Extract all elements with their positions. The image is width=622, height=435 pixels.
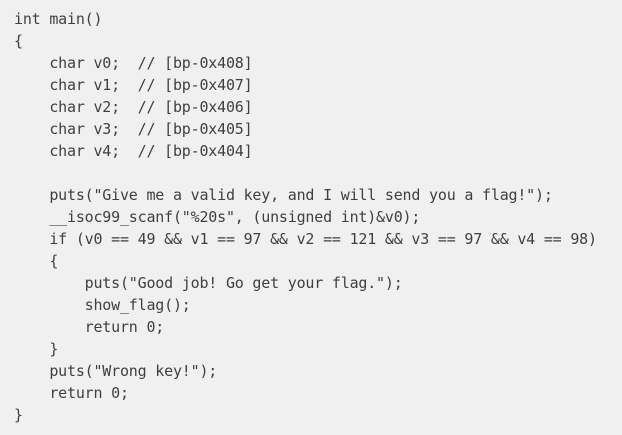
code-line-puts-wrong-key: puts("Wrong key!"); — [14, 362, 218, 380]
code-line-decl-v1: char v1; // [bp-0x407] — [14, 76, 253, 94]
code-line-decl-v2: char v2; // [bp-0x406] — [14, 98, 253, 116]
code-line-open-brace: { — [14, 32, 23, 50]
code-line-if-condition: if (v0 == 49 && v1 == 97 && v2 == 121 &&… — [14, 230, 597, 248]
code-line-show-flag-call: show_flag(); — [14, 296, 191, 314]
code-line-return-inner: return 0; — [14, 318, 165, 336]
code-line-return-outer: return 0; — [14, 384, 129, 402]
code-line-blank — [14, 162, 612, 184]
code-line-puts-prompt: puts("Give me a valid key, and I will se… — [14, 186, 553, 204]
code-line-decl-v4: char v4; // [bp-0x404] — [14, 142, 253, 160]
code-line-main-signature: int main() — [14, 10, 103, 28]
code-line-if-open-brace: { — [14, 252, 59, 270]
code-line-puts-good-job: puts("Good job! Go get your flag."); — [14, 274, 403, 292]
code-line-decl-v3: char v3; // [bp-0x405] — [14, 120, 253, 138]
code-line-scanf: __isoc99_scanf("%20s", (unsigned int)&v0… — [14, 208, 421, 226]
code-line-close-brace: } — [14, 406, 23, 424]
code-line-decl-v0: char v0; // [bp-0x408] — [14, 54, 253, 72]
code-line-if-close-brace: } — [14, 340, 59, 358]
